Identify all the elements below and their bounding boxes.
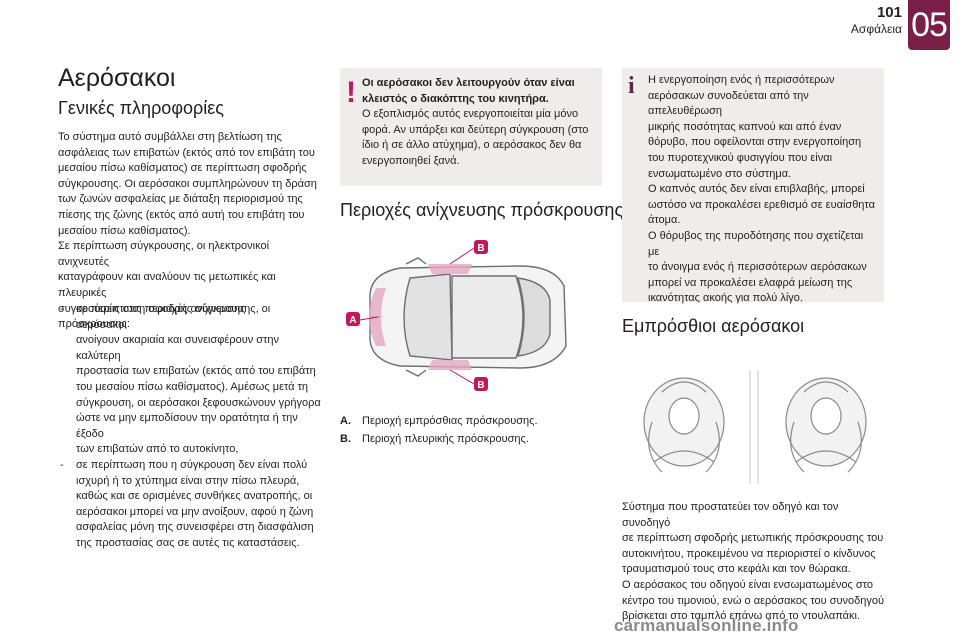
watermark: carmanualsonline.info bbox=[614, 616, 799, 635]
label-b-bottom-text: B bbox=[477, 380, 484, 391]
label-b-top: B bbox=[474, 240, 488, 254]
label-a: A bbox=[346, 312, 360, 326]
info-box bbox=[622, 68, 884, 302]
bullet-item: σε περίπτωση σφοδρής σύγκρουσης, οι αερό… bbox=[58, 302, 322, 458]
legend-key: B. bbox=[340, 433, 351, 445]
front-airbags-heading: Εμπρόσθιοι αερόσακοι bbox=[622, 316, 805, 336]
legend-item-a: A. Περιοχή εμπρόσθιας πρόσκρουσης. bbox=[340, 414, 602, 429]
chapter-badge: 05 bbox=[908, 0, 950, 50]
label-b-bottom: B bbox=[474, 377, 488, 391]
warning-title: Οι αερόσακοι δεν λειτουργούν όταν είναι … bbox=[362, 77, 575, 105]
page-number: 101 bbox=[876, 4, 902, 21]
zones-heading: Περιοχές ανίχνευσης πρόσκρουσης bbox=[340, 200, 624, 220]
front-airbags-figure bbox=[643, 370, 867, 484]
info-text: Η ενεργοποίηση ενός ή περισσότερων αερόσ… bbox=[648, 74, 875, 305]
passenger-occupant bbox=[785, 377, 867, 473]
warning-text: Ο εξοπλισμός αυτός ενεργοποιείται μία μό… bbox=[362, 108, 589, 167]
legend-text: Περιοχή εμπρόσθιας πρόσκρουσης. bbox=[362, 415, 538, 427]
side-impact-zone-top bbox=[428, 264, 472, 274]
info-icon: i bbox=[628, 73, 635, 99]
warning-icon: ! bbox=[346, 76, 356, 109]
side-impact-zone-bottom bbox=[428, 360, 472, 370]
label-a-text: A bbox=[349, 315, 356, 326]
car-outline bbox=[369, 257, 567, 377]
legend-text: Περιοχή πλευρικής πρόσκρουσης. bbox=[362, 433, 529, 445]
bullet-item: σε περίπτωση που η σύγκρουση δεν είναι π… bbox=[58, 458, 322, 552]
car-zones-figure: A B B bbox=[346, 240, 567, 391]
general-bullets: σε περίπτωση σφοδρής σύγκρουσης, οι αερό… bbox=[58, 302, 322, 552]
general-heading: Γενικές πληροφορίες bbox=[58, 98, 224, 118]
driver-occupant bbox=[643, 377, 725, 473]
page-title: Αερόσακοι bbox=[58, 64, 176, 92]
label-b-top-text: B bbox=[477, 243, 484, 254]
legend-item-b: B. Περιοχή πλευρικής πρόσκρουσης. bbox=[340, 432, 602, 447]
warning-box bbox=[340, 68, 602, 186]
section-name: Ασφάλεια bbox=[850, 22, 902, 36]
front-airbags-text: Σύστημα που προστατεύει τον οδηγό και το… bbox=[622, 501, 885, 623]
legend-key: A. bbox=[340, 415, 351, 427]
